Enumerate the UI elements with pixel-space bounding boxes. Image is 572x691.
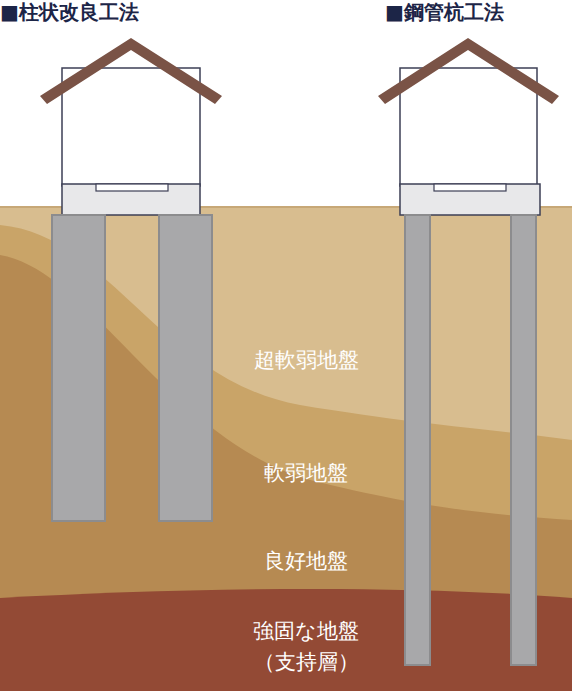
method-title: ■柱状改良工法 [0,0,139,24]
layer-label: 強固な地盤 [253,619,359,644]
house-right [378,38,559,215]
soil-column [159,215,212,521]
layer-label: 超軟弱地盤 [254,348,359,373]
layer-label: （支持層） [254,650,359,675]
house-left [40,38,222,215]
layer-label: 軟弱地盤 [264,461,348,486]
steel-pile [511,215,536,665]
steel-pile [405,215,430,665]
layer-label: 良好地盤 [264,549,348,574]
super-soft-layer [0,207,572,691]
method-title: ■鋼管杭工法 [385,0,504,24]
soil-column [52,215,105,521]
bearing-layer [0,589,572,691]
